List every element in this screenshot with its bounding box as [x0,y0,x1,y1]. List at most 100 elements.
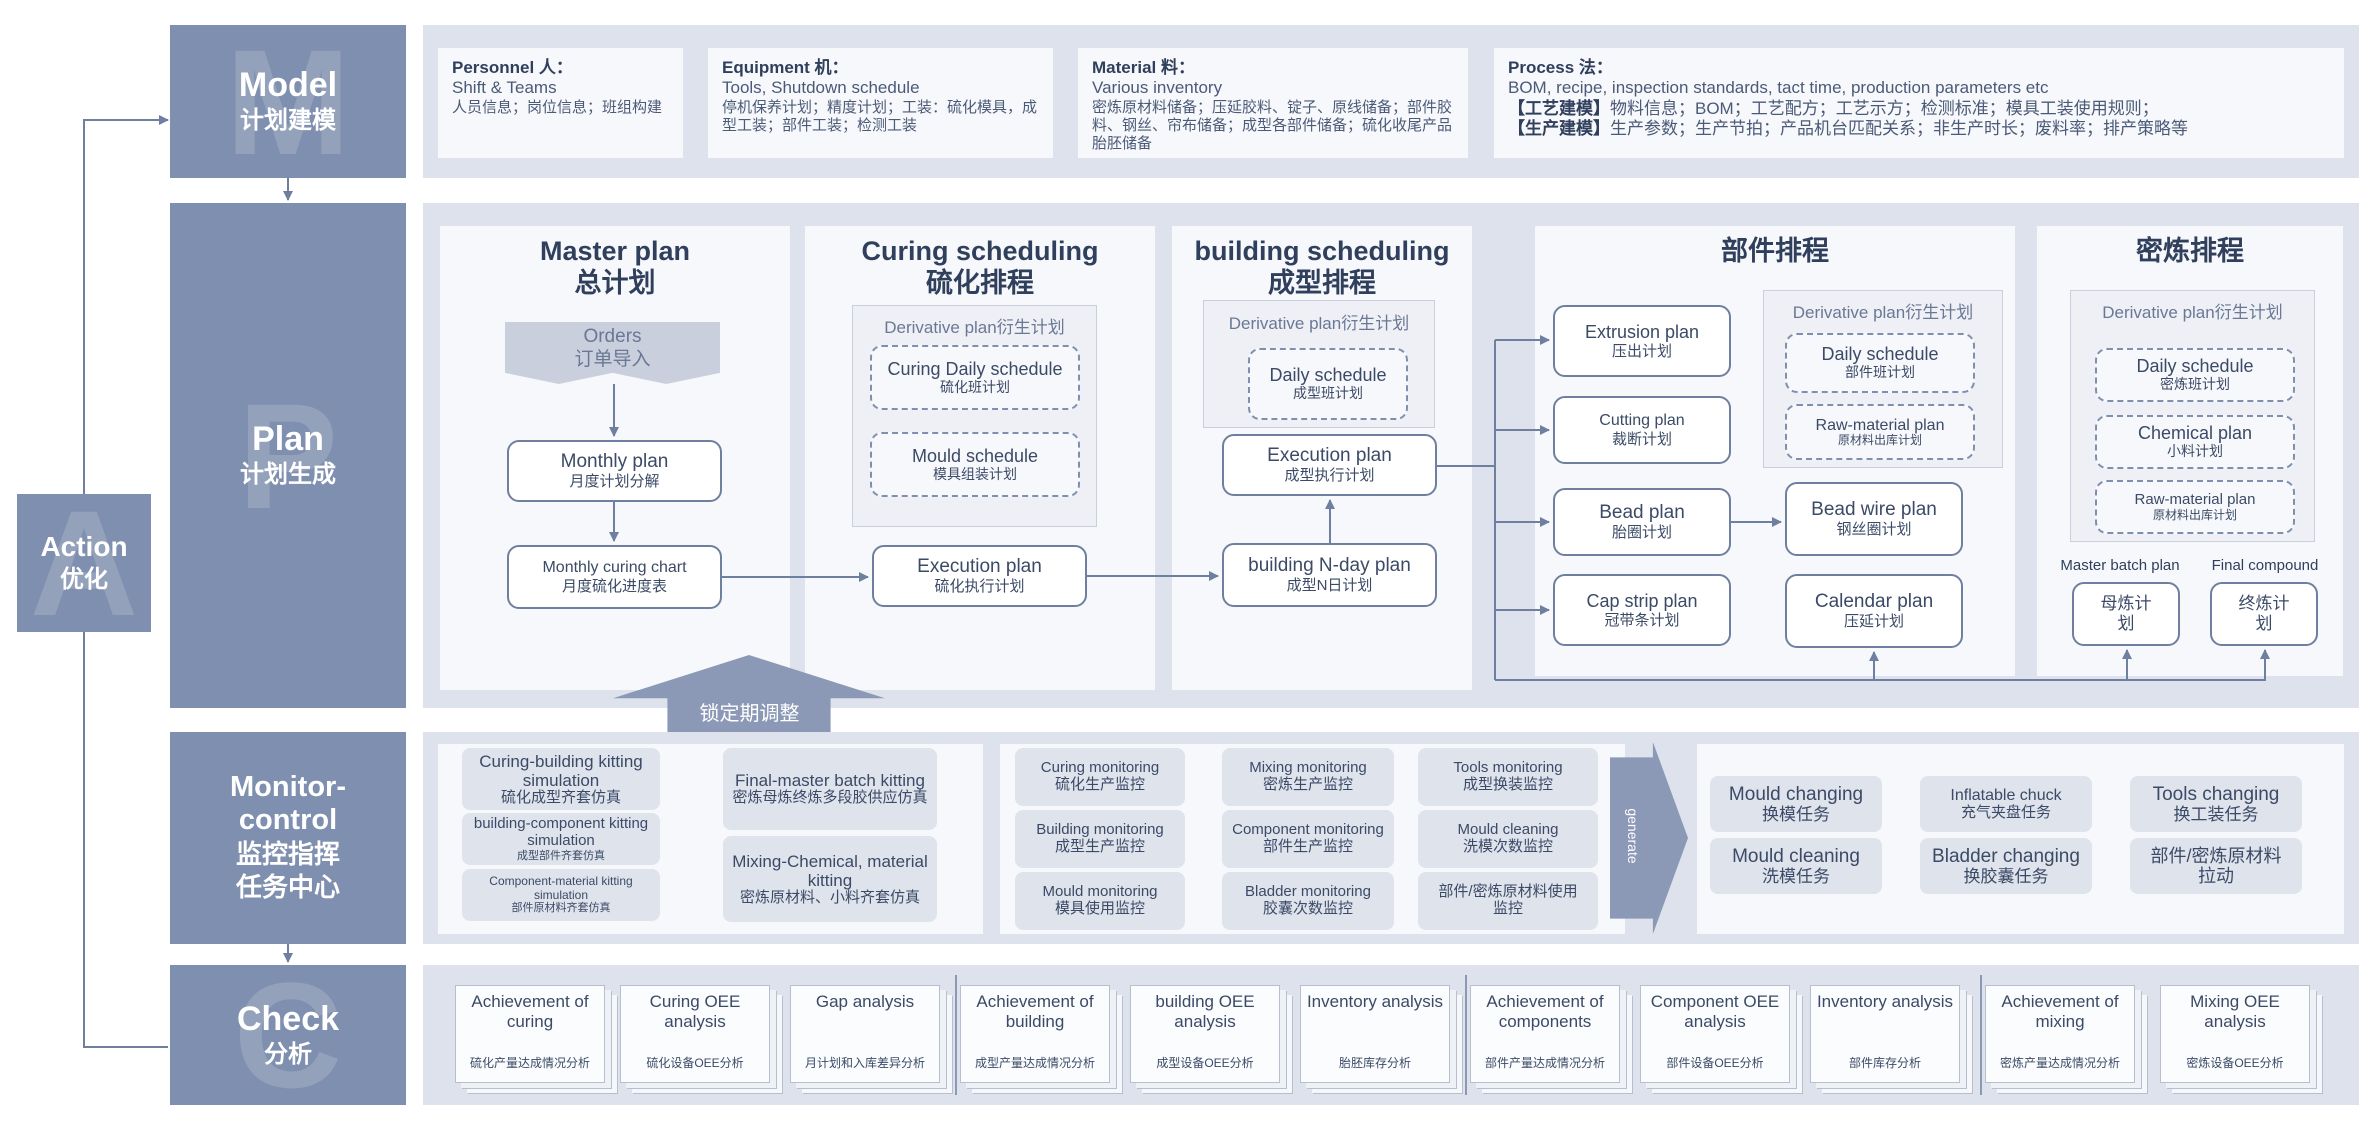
component-mon-zh: 部件生产监控 [1262,838,1353,855]
master-batch-plan-node[interactable]: 母炼计划 [2072,582,2180,646]
material-pull-task[interactable]: 部件/密炼原材料拉动 [2130,838,2302,894]
component-monitoring-pill[interactable]: Component monitoring 部件生产监控 [1222,810,1394,868]
mixing-raw-material-node[interactable]: Raw-material plan 原材料出库计划 [2095,480,2295,534]
calendar-plan-node[interactable]: Calendar plan 压延计划 [1785,574,1963,648]
mould-mon-en: Mould monitoring [1042,883,1158,901]
master-batch-zh: 母炼计划 [2100,594,2152,633]
building-monitoring-pill[interactable]: Building monitoring 成型生产监控 [1015,810,1185,868]
monthly-curing-chart-node[interactable]: Monthly curing chart 月度硫化进度表 [507,545,722,609]
cutting-plan-node[interactable]: Cutting plan 裁断计划 [1553,396,1731,464]
curing-building-kitting-pill[interactable]: Curing-building kitting simulation 硫化成型齐… [462,748,660,810]
component-material-kitting-pill[interactable]: Component-material kitting simulation 部件… [462,869,660,921]
curing-derivative-label: Derivative plan衍生计划 [884,318,1065,337]
sim-a-zh: 硫化成型齐套仿真 [500,788,621,806]
check-report-title: Achievement of curing [471,992,589,1031]
component-raw-material-node[interactable]: Raw-material plan 原材料出库计划 [1785,404,1975,460]
monthly-curing-chart-en: Monthly curing chart [542,559,687,577]
material-usage-monitoring-pill[interactable]: 部件/密炼原材料使用监控 [1418,872,1598,930]
building-exec-en: Execution plan [1267,445,1392,467]
check-report-title: Achievement of mixing [2001,992,2119,1031]
check-report-title: Inventory analysis [1816,992,1954,1011]
mixing-raw-zh: 原材料出库计划 [2152,507,2237,522]
model-title: Model [238,66,338,105]
process-tag-1: 【工艺建模】 [1508,98,1610,118]
final-compound-plan-node[interactable]: 终炼计划 [2210,582,2318,646]
final-master-kitting-pill[interactable]: Final-master batch kitting 密炼母炼终炼多段胶供应仿真 [723,748,937,830]
extrusion-en: Extrusion plan [1584,322,1700,343]
component-daily-schedule-node[interactable]: Daily schedule 部件班计划 [1785,333,1975,393]
curing-execution-plan-node[interactable]: Execution plan 硫化执行计划 [872,545,1087,607]
extrusion-plan-node[interactable]: Extrusion plan 压出计划 [1553,305,1731,377]
monthly-plan-en: Monthly plan [560,451,669,473]
bead-plan-node[interactable]: Bead plan 胎圈计划 [1553,488,1731,556]
check-to-action-line [83,632,168,1048]
final-compound-label: Final compound [2211,557,2319,574]
model-band: M Model 计划建模 [170,25,406,178]
building-daily-zh: 成型班计划 [1293,385,1363,402]
bladder-monitoring-pill[interactable]: Bladder monitoring 胶囊次数监控 [1222,872,1394,930]
monitor-subtitle-2: 任务中心 [235,872,340,903]
final-compound-zh: 终炼计划 [2238,594,2290,633]
check-title: Check [236,999,340,1038]
mould-cleaning-monitoring-pill[interactable]: Mould cleaning 洗模次数监控 [1418,810,1598,868]
curing-daily-en: Curing Daily schedule [887,358,1063,379]
building-nday-plan-node[interactable]: building N-day plan 成型N日计划 [1222,543,1437,607]
bladder-changing-task[interactable]: Bladder changing 换胶囊任务 [1920,838,2092,894]
tools-monitoring-pill[interactable]: Tools monitoring 成型换装监控 [1418,748,1598,806]
process-title: Process 法： [1508,58,1613,77]
sim-c-zh: 部件原材料齐套仿真 [511,902,611,915]
monitor-title-1: Monitor- [230,770,346,803]
bead-wire-zh: 钢丝圈计划 [1836,521,1912,539]
action-to-model-arrow [83,115,169,494]
calendar-zh: 压延计划 [1843,613,1904,631]
cap-strip-plan-node[interactable]: Cap strip plan 冠带条计划 [1553,574,1731,646]
building-mon-en: Building monitoring [1036,821,1164,839]
mould-cleaning-mon-en: Mould cleaning [1457,821,1559,839]
check-band: C Check 分析 [170,965,406,1105]
curing-monitoring-pill[interactable]: Curing monitoring 硫化生产监控 [1015,748,1185,806]
building-execution-plan-node[interactable]: Execution plan 成型执行计划 [1222,434,1437,496]
component-daily-en: Daily schedule [1821,344,1939,365]
mould-schedule-node[interactable]: Mould schedule 模具组装计划 [870,432,1080,497]
building-component-kitting-pill[interactable]: building-component kitting simulation 成型… [462,813,660,865]
mould-changing-task[interactable]: Mould changing 换模任务 [1710,776,1882,832]
check-report-subtitle: 胎胚库存分析 [1338,1056,1411,1071]
check-report-title: Inventory analysis [1306,992,1444,1011]
bladder-mon-en: Bladder monitoring [1245,883,1371,901]
check-report-subtitle: 密炼设备OEE分析 [2186,1056,2284,1071]
check-report-subtitle: 部件设备OEE分析 [1666,1056,1764,1071]
mixing-chemical-kitting-pill[interactable]: Mixing-Chemical, material kitting 密炼原材料、… [723,836,937,922]
inflatable-chuck-task[interactable]: Inflatable chuck 充气夹盘任务 [1920,776,2092,832]
mould-cleaning-task[interactable]: Mould cleaning 洗模任务 [1710,838,1882,894]
monthly-plan-zh: 月度计划分解 [569,473,660,491]
tools-changing-task[interactable]: Tools changing 换工装任务 [2130,776,2302,832]
curing-daily-schedule-node[interactable]: Curing Daily schedule 硫化班计划 [870,345,1080,410]
chemical-en: Chemical plan [2137,423,2253,444]
mixing-monitoring-pill[interactable]: Mixing monitoring 密炼生产监控 [1222,748,1394,806]
model-letter: M [225,25,351,178]
mould-schedule-zh: 模具组装计划 [933,465,1017,482]
chemical-plan-node[interactable]: Chemical plan 小料计划 [2095,415,2295,469]
building-scheduling-title: building scheduling 成型排程 [1172,236,1472,300]
monthly-plan-node[interactable]: Monthly plan 月度计划分解 [507,440,722,502]
check-group-divider [955,975,957,1095]
pull-task-zh: 部件/密炼原材料拉动 [2150,845,2282,886]
mould-monitoring-pill[interactable]: Mould monitoring 模具使用监控 [1015,872,1185,930]
cutting-zh: 裁断计划 [1611,430,1672,448]
building-daily-schedule-node[interactable]: Daily schedule 成型班计划 [1248,348,1408,420]
mixing-daily-schedule-node[interactable]: Daily schedule 密炼班计划 [2095,348,2295,402]
bead-wire-plan-node[interactable]: Bead wire plan 钢丝圈计划 [1785,482,1963,556]
check-report-title: Achievement of components [1486,992,1604,1031]
check-report-sheet[interactable]: Inventory analysis 胎胚库存分析 [1300,985,1450,1083]
